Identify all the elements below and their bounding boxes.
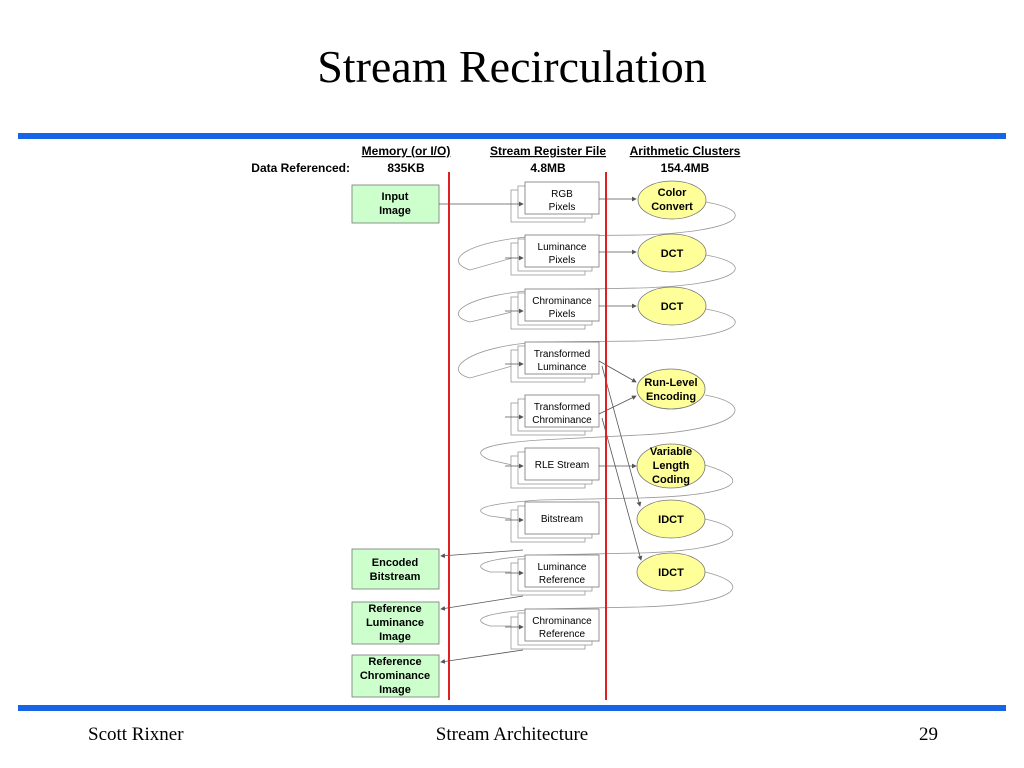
stream-chr-line-1: Chrominance (532, 296, 592, 307)
kernel-variable-length-coding: Variable Length Coding (636, 443, 706, 489)
stream-tlum-line-1: Transformed (534, 349, 590, 360)
memory-item-input-line-2: Image (379, 205, 411, 217)
memory-item-encoded: Encoded Bitstream (351, 548, 440, 590)
header-srf: Stream Register File (490, 144, 606, 158)
value-clusters: 154.4MB (661, 161, 710, 175)
memory-item-input: Input Image (351, 184, 440, 224)
data-referenced-label: Data Referenced: (251, 161, 350, 175)
top-rule (18, 133, 1006, 139)
stream-chr-line-2: Pixels (549, 309, 576, 320)
footer-title: Stream Architecture (435, 724, 589, 745)
value-srf: 4.8MB (530, 161, 566, 175)
kernel-color-convert: Color Convert (637, 180, 707, 220)
arrow-tchr-to-rlenc (598, 395, 637, 415)
stream-luminance-pixels: Luminance Pixels (510, 234, 600, 276)
kernel-idct-chrominance: IDCT (636, 552, 706, 592)
memory-item-reference-luminance: Reference Luminance Image (351, 601, 440, 645)
stream-tlum-line-2: Luminance (538, 362, 587, 373)
kernel-dct2-line-1: DCT (661, 301, 684, 313)
stream-bits-line-1: Bitstream (541, 514, 583, 525)
loop-dct-luminance (458, 254, 736, 323)
loop-dct-chrominance (458, 308, 736, 379)
memory-item-encoded-line-2: Bitstream (370, 571, 421, 583)
kernel-dct-luminance: DCT (637, 233, 707, 273)
page-number: 29 (919, 724, 938, 745)
stream-lum-line-2: Pixels (549, 255, 576, 266)
arrow-tlum-to-rlenc (598, 360, 637, 383)
arrow-tchr-to-idct (601, 417, 643, 561)
stream-bitstream: Bitstream (510, 501, 600, 543)
kernel-idct-luminance: IDCT (636, 499, 706, 539)
stream-cref-line-2: Reference (539, 629, 586, 640)
footer-author: Scott Rixner (88, 724, 184, 745)
stream-transformed-chrominance: Transformed Chrominance (510, 394, 600, 436)
bottom-rule (18, 705, 1006, 711)
memory-item-refc-line-3: Image (379, 684, 411, 696)
stream-rgb-pixels: RGB Pixels (510, 181, 600, 223)
stream-lref-line-2: Reference (539, 575, 586, 586)
memory-item-encoded-line-1: Encoded (372, 557, 418, 569)
header-memory: Memory (or I/O) (362, 144, 451, 158)
kernel-idct1-line-1: IDCT (658, 514, 684, 526)
loop-arrowheads (505, 255, 524, 630)
kernel-vlc-line-1: Variable (650, 446, 692, 458)
arrow-tlum-to-idct (601, 365, 642, 507)
kernel-dct-chrominance: DCT (637, 286, 707, 326)
kernel-rlenc-line-2: Encoding (646, 391, 696, 403)
arrow-bits-to-encoded (440, 549, 524, 559)
recirculation-loops (458, 201, 736, 627)
stream-rle-line-1: RLE Stream (535, 460, 589, 471)
loop-rle-output (480, 394, 736, 466)
stream-lref-line-1: Luminance (538, 562, 587, 573)
header-clusters: Arithmetic Clusters (630, 144, 741, 158)
memory-item-refc-line-2: Chrominance (360, 670, 430, 682)
stream-lum-line-1: Luminance (538, 242, 587, 253)
loop-color-convert (458, 201, 736, 271)
loop-idct1-output (480, 518, 734, 573)
stream-rgb-line-1: RGB (551, 189, 573, 200)
stream-cref-line-1: Chrominance (532, 616, 592, 627)
memory-item-refl-line-1: Reference (368, 603, 421, 615)
slide-title: Stream Recirculation (317, 41, 707, 92)
kernel-cc-line-2: Convert (651, 201, 693, 213)
kernel-rlenc-line-1: Run-Level (644, 377, 697, 389)
memory-item-refl-line-3: Image (379, 631, 411, 643)
kernel-idct2-line-1: IDCT (658, 567, 684, 579)
memory-item-refc-line-1: Reference (368, 656, 421, 668)
kernel-dct1-line-1: DCT (661, 248, 684, 260)
stream-transformed-luminance: Transformed Luminance (510, 341, 600, 383)
stream-tchr-line-2: Chrominance (532, 415, 592, 426)
loop-idct2-output (480, 571, 734, 627)
value-memory: 835KB (387, 161, 425, 175)
stream-chrominance-reference: Chrominance Reference (510, 608, 600, 650)
stream-rgb-line-2: Pixels (549, 202, 576, 213)
loop-vlc-output (480, 464, 734, 520)
memory-item-refl-line-2: Luminance (366, 617, 424, 629)
memory-item-reference-chrominance: Reference Chrominance Image (351, 654, 440, 698)
kernel-vlc-line-3: Coding (652, 474, 690, 486)
kernel-cc-line-1: Color (658, 187, 687, 199)
arrow-cref-to-memory (440, 649, 524, 664)
kernel-vlc-line-2: Length (653, 460, 690, 472)
stream-rle: RLE Stream (510, 447, 600, 489)
stream-chrominance-pixels: Chrominance Pixels (510, 288, 600, 330)
stream-tchr-line-1: Transformed (534, 402, 590, 413)
stream-luminance-reference: Luminance Reference (510, 554, 600, 596)
memory-item-input-line-1: Input (382, 191, 409, 203)
arrow-lref-to-memory (440, 595, 524, 611)
kernel-run-level-encoding: Run-Level Encoding (636, 368, 706, 410)
